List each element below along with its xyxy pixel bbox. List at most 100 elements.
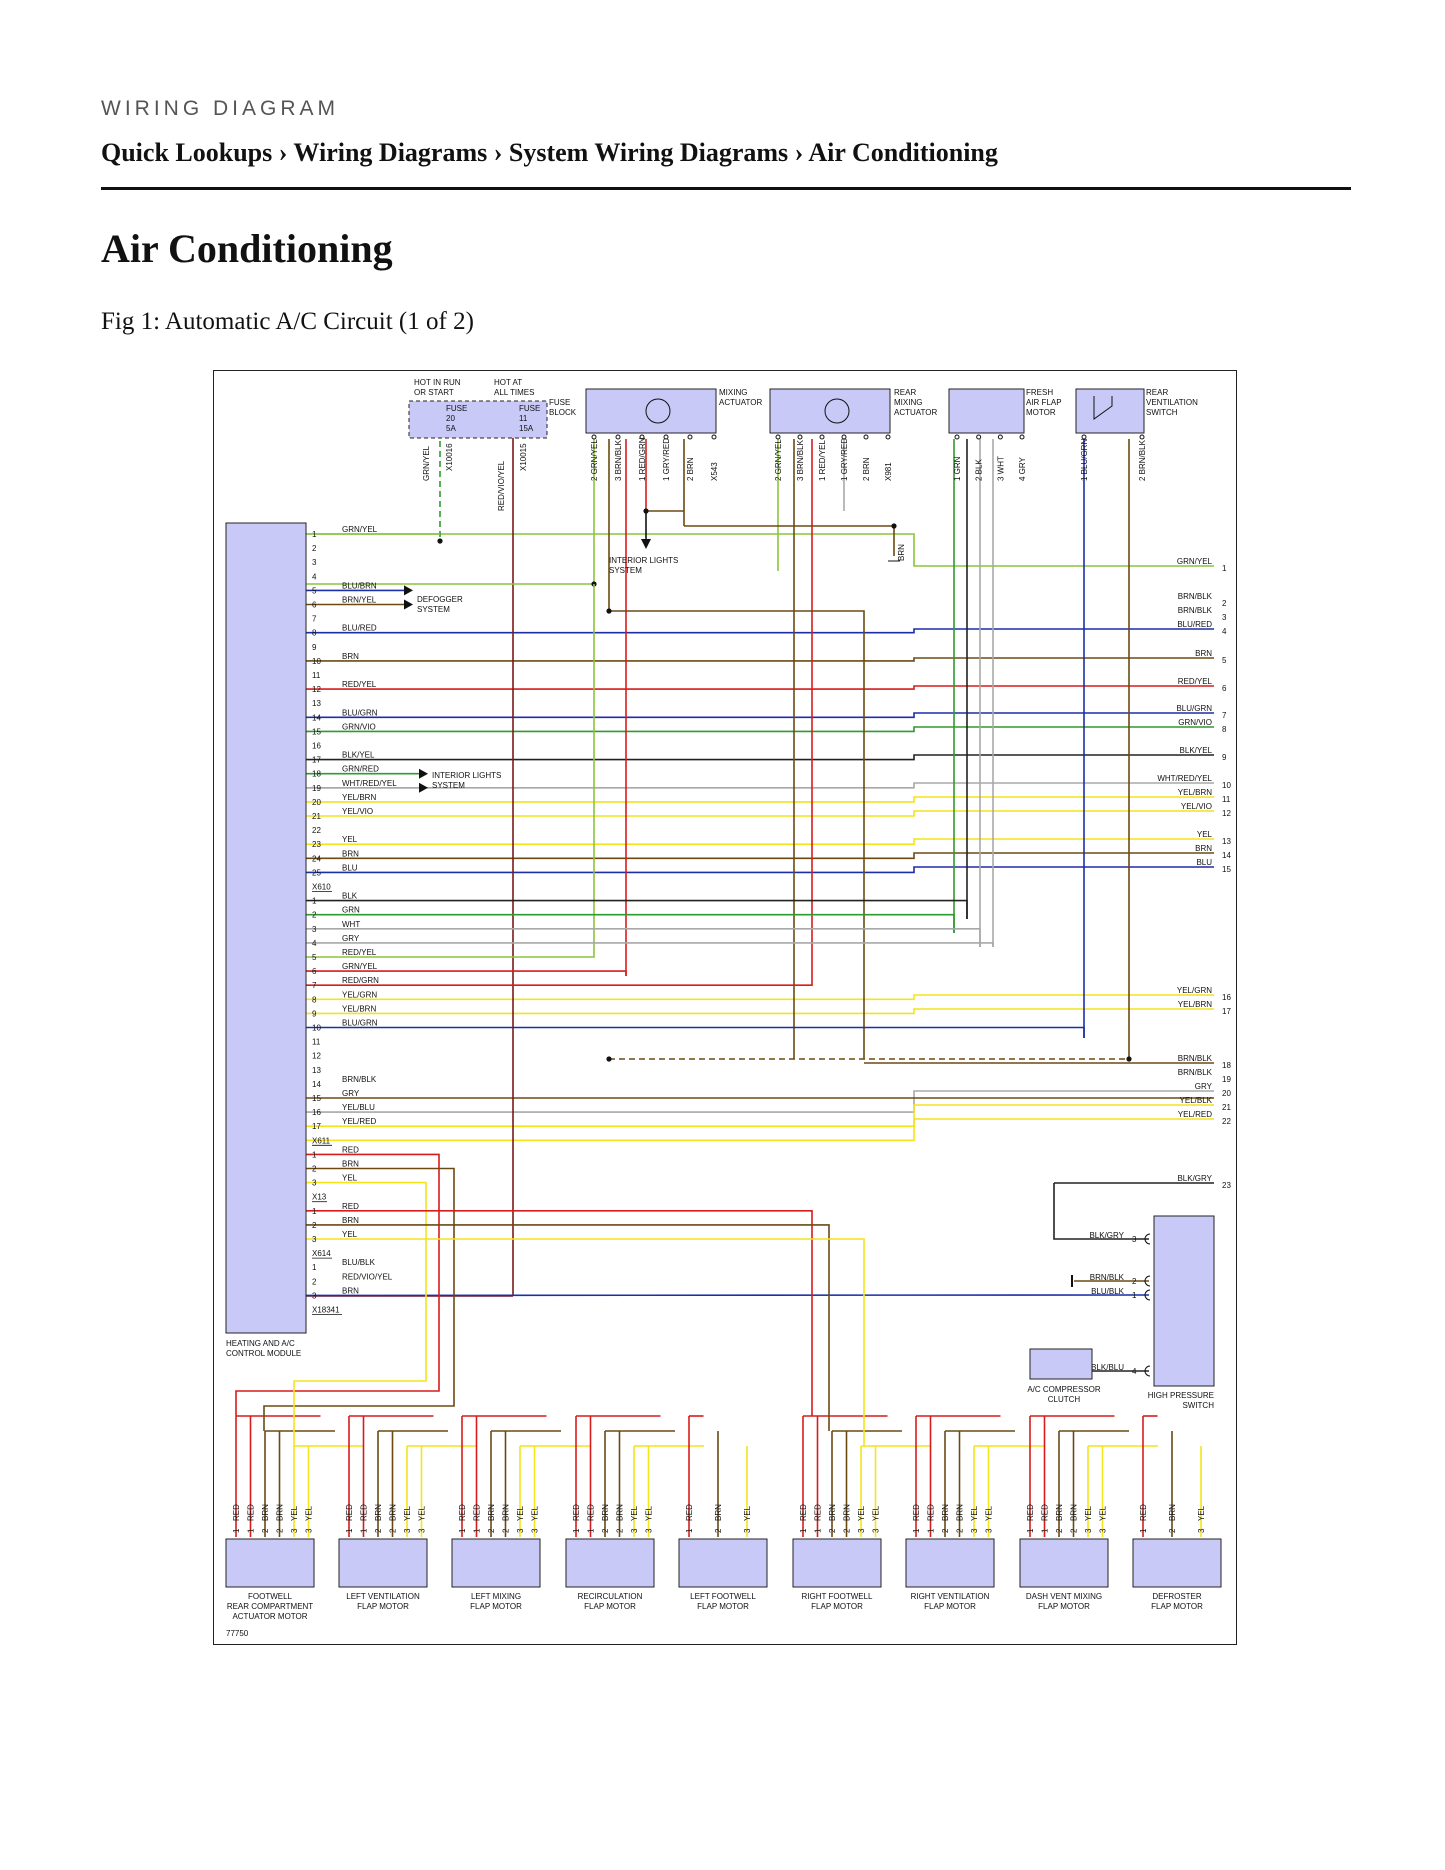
wire-color-label: GRN/RED — [342, 765, 379, 774]
pin-wire-label: 2 BRN — [862, 457, 871, 481]
top-component-box — [585, 388, 717, 434]
bus-wire — [306, 810, 1214, 817]
bus-wire — [306, 994, 1214, 1001]
connector-label: X10016 — [445, 443, 454, 471]
pin-wire-label: RED — [247, 1504, 256, 1521]
pin-number: 1 — [685, 1528, 694, 1533]
wire-color-label: BLU/RED — [1177, 620, 1212, 629]
pin-number: 2 — [828, 1528, 837, 1533]
breadcrumb[interactable]: Quick Lookups › Wiring Diagrams › System… — [101, 138, 998, 167]
pin-terminal — [841, 434, 847, 440]
pin-number: 3 — [312, 925, 317, 934]
pin-number: 4 — [312, 572, 317, 581]
pin-number: 1 — [799, 1528, 808, 1533]
wire-layer — [235, 401, 1214, 1537]
vertical-wire-label: GRN/YEL — [422, 445, 431, 481]
pin-number: 15 — [312, 727, 321, 736]
pin-number: 20 — [1222, 1089, 1231, 1098]
pin-terminal — [797, 434, 803, 440]
feed-wire — [263, 1167, 455, 1431]
pin-number: 17 — [312, 1122, 321, 1131]
pin-wire-label: X981 — [884, 462, 893, 481]
pin-number: 1 — [247, 1528, 256, 1533]
pin-wire-label: RED — [572, 1504, 581, 1521]
wire-color-label: BRN — [342, 1160, 359, 1169]
pin-number: 21 — [312, 812, 321, 821]
pin-number: 18 — [1222, 1061, 1231, 1070]
pin-number: 10 — [312, 657, 321, 666]
pin-number: 2 — [601, 1528, 610, 1533]
pin-number: 22 — [1222, 1117, 1231, 1126]
wire-color-label: GRN/VIO — [342, 722, 376, 731]
pressure-switch-box — [1153, 1215, 1215, 1387]
pin-wire-label: X543 — [710, 462, 719, 481]
pin-terminal — [1144, 1289, 1151, 1301]
pin-number: 3 — [872, 1528, 881, 1533]
wire — [306, 970, 627, 976]
wire-color-label: BLU/GRN — [342, 708, 378, 717]
pin-wire-label: YEL — [403, 1505, 412, 1521]
bus-wire — [306, 796, 1214, 803]
pin-terminal — [997, 434, 1003, 440]
pin-wire-label: BRN — [1070, 1504, 1079, 1521]
pin-number: 3 — [1084, 1528, 1093, 1533]
pin-number: 8 — [312, 629, 317, 638]
pin-number: 2 — [1168, 1528, 1177, 1533]
pin-number: 2 — [843, 1528, 852, 1533]
pin-number: 13 — [312, 699, 321, 708]
wire-color-label: WHT/RED/YEL — [342, 779, 397, 788]
pin-number: 15 — [1222, 865, 1231, 874]
vertical-wire-label: BRN — [897, 544, 906, 561]
pin-wire-label: 1 GRY/RED — [662, 438, 671, 481]
vertical-wire-label: RED/VIO/YEL — [497, 460, 506, 511]
pin-number: 2 — [312, 1277, 317, 1286]
pin-number: 1 — [232, 1528, 241, 1533]
pin-terminal — [863, 434, 869, 440]
wire-color-label: YEL — [342, 1174, 358, 1183]
pin-terminal — [663, 434, 669, 440]
pin-number: 7 — [1222, 711, 1227, 720]
pin-wire-label: RED — [685, 1504, 694, 1521]
motor-box — [792, 1538, 882, 1588]
pin-number: 3 — [743, 1528, 752, 1533]
pin-number: 3 — [312, 1235, 317, 1244]
pin-terminal — [954, 434, 960, 440]
pin-number: 1 — [1222, 564, 1227, 573]
wire-color-label: GRY — [342, 1089, 360, 1098]
wire-color-label: GRY — [1195, 1082, 1213, 1091]
wire-color-label: BRN — [342, 1286, 359, 1295]
pin-number: 2 — [941, 1528, 950, 1533]
wire-color-label: GRN/VIO — [1178, 718, 1212, 727]
wire-color-label: BLU/BRN — [342, 581, 377, 590]
page-kicker: WIRING DIAGRAM — [101, 97, 339, 120]
feed-wire — [235, 1153, 440, 1416]
wire-color-label: YEL/VIO — [342, 807, 373, 816]
pin-wire-label: YEL — [1084, 1505, 1093, 1521]
pin-number: 2 — [714, 1528, 723, 1533]
wire-color-label: YEL/BRN — [342, 793, 376, 802]
wire-color-label: WHT/RED/YEL — [1157, 774, 1212, 783]
wire-color-label: YEL/BLK — [1180, 1096, 1213, 1105]
pin-number: 6 — [1222, 684, 1227, 693]
pin-wire-label: YEL — [531, 1505, 540, 1521]
wire-color-label: BLU/BLK — [342, 1258, 376, 1267]
pin-wire-label: BRN — [616, 1504, 625, 1521]
pin-number: 3 — [531, 1528, 540, 1533]
bus-wire — [306, 838, 1214, 846]
pin-number: 14 — [312, 1080, 321, 1089]
page-title: Air Conditioning — [101, 226, 393, 271]
pin-number: 1 — [1132, 1291, 1137, 1300]
pin-wire-label: 1 RED/YEL — [818, 440, 827, 481]
pin-number: 1 — [360, 1528, 369, 1533]
splice-dot — [606, 1056, 612, 1062]
pin-number: 2 — [502, 1528, 511, 1533]
bus-wire — [306, 1118, 1214, 1142]
arrow-icon — [419, 782, 428, 793]
